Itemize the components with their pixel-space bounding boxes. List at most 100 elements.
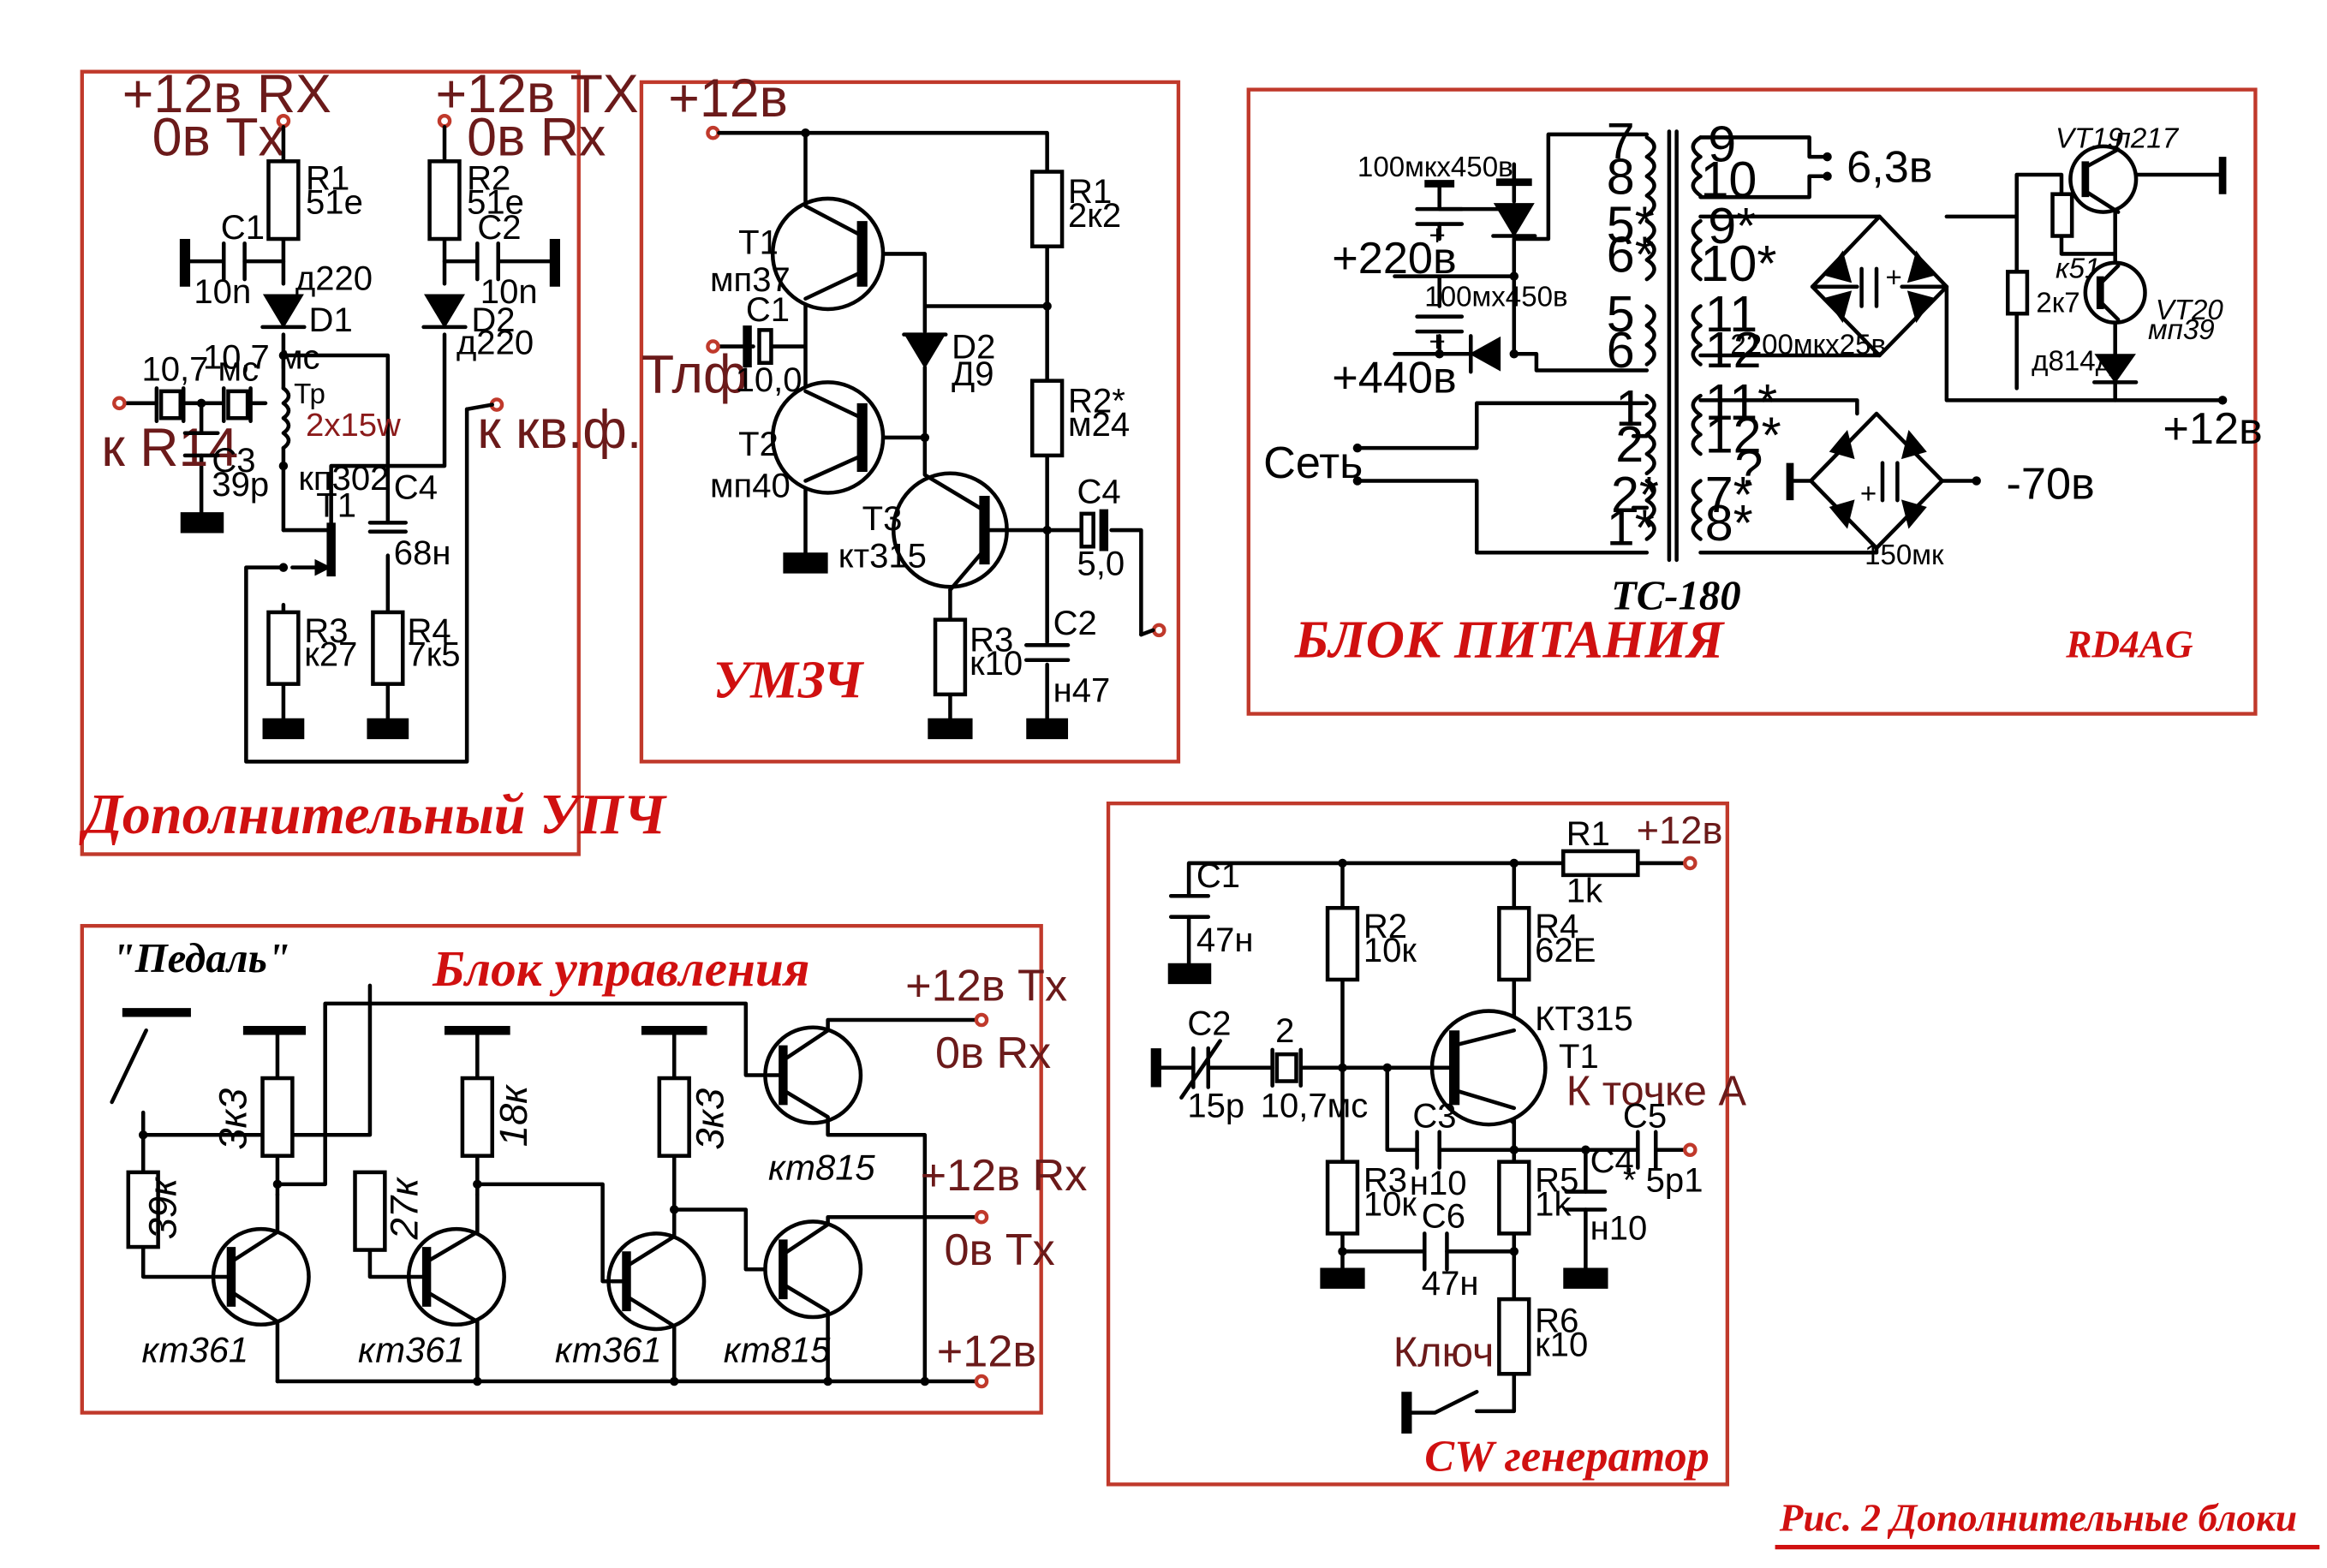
control-label-0rx: 0в Rx [935,1028,1051,1078]
control-r3k3b-label: 3к3 [689,1088,732,1150]
upch-c4-label: C4 [394,468,438,506]
psu-pin-2s: 2* [1611,466,1659,523]
umzch-r1 [1029,170,1065,248]
upch-label-12tx: +12в TX [436,64,639,124]
upch-quartz2-label: 10,7 мс [203,339,320,377]
upch-c1-label: C1 [221,209,265,247]
psu-author: RD4AG [2065,623,2193,665]
psu-diode-2 [1469,336,1501,372]
cw-r6-label: R6 [1535,1302,1578,1339]
upch-d2-label: D2 [471,301,515,339]
cw-r1-value: 1k [1566,872,1603,909]
figure-caption: Рис. 2 Дополнительные блоки [1779,1496,2297,1539]
psu-pin-2: 2 [1615,415,1644,473]
upch-c3-label: C3 [212,442,255,480]
cw-c6-value: 47н [1422,1265,1479,1303]
umzch-r3-value: к10 [970,645,1023,683]
cw-r4-value: 62Е [1535,932,1596,969]
psu-label-63: 6,3в [1847,143,1932,193]
upch-r2 [427,159,462,241]
upch-c3-value: 39р [212,466,269,504]
cw-c5-value: * 5р1 [1623,1162,1703,1200]
psu-cap3-label: 2200мкх25в [1730,329,1886,361]
psu-block: 7 8 5* 6* 5 6 1 2 2* 1* 9 10 9* 10* 11 1… [1246,87,2263,716]
control-q5-kt815 [763,1219,863,1320]
upch-c4-value: 68н [394,534,451,572]
cw-r5 [1497,1160,1531,1236]
cw-r2-value: 10к [1363,932,1417,969]
umzch-c1-label: C1 [746,291,790,329]
cw-r6 [1497,1297,1531,1376]
upch-r1-label: R1 [306,159,349,197]
psu-pin-7s: 7* [1705,466,1753,523]
psu-label-12v: +12в [2163,404,2262,454]
psu-vt19-value: п217 [2115,123,2180,155]
upch-r2-value: 51е [467,183,524,221]
psu-label-440: +440в [1332,354,1456,403]
psu-pin-11: 11 [1705,285,1757,343]
umzch-t2-value: мп40 [710,468,791,505]
upch-quartz1-label: 10,7 мс [141,351,259,389]
umzch-t2-label: T2 [738,426,779,463]
upch-d1-value: д220 [295,259,373,297]
upch-label-kvf: к кв.ф. [477,400,641,460]
cw-quartz-value: 10,7мс [1261,1087,1369,1124]
upch-quartz2 [226,389,250,420]
upch-r3 [266,610,301,686]
psu-r-k51 [2050,192,2074,238]
umzch-r1-label: R1 [1068,173,1112,211]
cw-c6-label: C6 [1422,1197,1465,1235]
psu-cap4-label: 150мк [1865,540,1944,571]
psu-label-set: Сеть [1263,438,1363,488]
umzch-t2 [770,380,886,495]
cw-r2 [1325,905,1360,982]
control-r27-label: 27к [383,1177,427,1240]
umzch-c2-value: н47 [1053,672,1111,710]
upch-d1-label: D1 [309,301,353,339]
control-q1-kt361 [211,1226,311,1327]
umzch-r2 [1029,379,1065,458]
control-pedal-label: "Педаль" [112,935,290,981]
psu-vt20-label: VT20 [2156,295,2224,326]
psu-pin-5s: 5* [1607,195,1655,253]
psu-cap1-label: 100мкх450в [1357,152,1513,183]
control-label-12tx: +12в Tx [905,961,1067,1011]
umzch-r3 [933,617,968,697]
upch-terminal-tx [437,113,452,128]
umzch-label-tlf: Тлф [641,345,748,405]
umzch-title: УМЗЧ [713,649,865,709]
cw-key-switch [1409,1389,1479,1415]
upch-transformer-coil [281,386,291,450]
upch-d2 [424,294,465,329]
psu-vt19-label: VT19 [2056,123,2123,155]
upch-label-0rx: 0в Rx [467,107,606,167]
upch-tr-label: Тр [294,379,325,410]
umzch-d2-value: Д9 [952,355,993,393]
control-r-3k3b [657,1076,691,1158]
control-q2-label: кт361 [358,1329,465,1369]
control-r18-label: 18к [492,1084,535,1147]
psu-bridge1-plus: + [1885,262,1901,294]
psu-bridge2-plus: + [1860,479,1877,510]
upch-r4 [371,610,405,686]
psu-vt20-value: мп39 [2148,314,2215,346]
control-terminal-12v [974,1374,989,1389]
cw-label-12v: +12в [1637,808,1723,852]
psu-cap2-label: 100мх450в [1424,281,1567,313]
cw-r6-value: к10 [1535,1326,1588,1363]
cw-c3-label: C3 [1412,1098,1456,1136]
psu-transformer-label: ТС-180 [1611,572,1741,618]
cw-quartz [1274,1052,1298,1083]
cw-c1-value: 47н [1196,921,1254,959]
cw-r3 [1325,1160,1360,1236]
upch-r3-value: к27 [304,636,357,674]
cw-frame [1106,801,1730,1487]
cw-r3-label: R3 [1363,1162,1407,1200]
psu-zener [2094,354,2136,384]
control-label-12v: +12в [937,1327,1036,1377]
control-r-27k [353,1170,387,1252]
cw-terminal-out [1683,1142,1698,1158]
control-q4-label: кт815 [768,1148,875,1188]
cw-t1-label: T1 [1559,1038,1599,1076]
